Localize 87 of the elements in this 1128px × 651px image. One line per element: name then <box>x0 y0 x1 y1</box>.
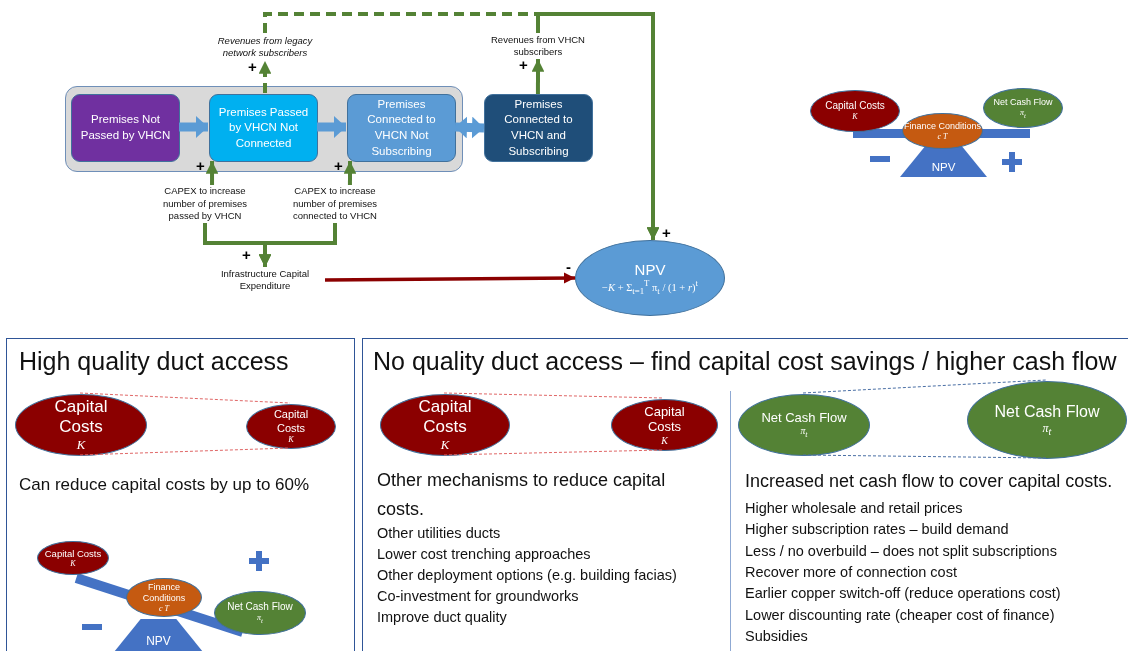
node-sublabel: K <box>852 112 858 122</box>
node-label: Net Cash Flow <box>761 409 847 426</box>
node-label: Finance Conditions <box>903 120 981 132</box>
node-label: NPV <box>146 634 171 648</box>
edge-label: - <box>566 258 571 275</box>
group-container <box>65 86 463 172</box>
process-box: Premises Connected to VHCN and Subscribing <box>484 94 593 162</box>
edge-label: + <box>519 56 528 73</box>
node-sublabel: K <box>288 434 294 445</box>
edge-label: + <box>248 58 257 75</box>
node-label: Capital Costs <box>272 408 310 435</box>
list-item: Other deployment options (e.g. building facias) <box>377 567 678 585</box>
flow-text: Infrastructure Capital Expenditure <box>205 267 325 293</box>
list-item: Lower discounting rate (cheaper cost of finance) <box>745 606 1056 624</box>
panel <box>6 338 355 651</box>
edge-label: + <box>242 246 251 263</box>
process-box: Premises Not Passed by VHCN <box>71 94 180 162</box>
arrow <box>531 59 545 94</box>
dashed-guide-line <box>79 447 291 456</box>
list-item: Lower cost trenching approaches <box>377 546 592 564</box>
node-label: Capital Costs <box>44 547 102 559</box>
dashed-guide-line <box>443 449 664 456</box>
cost-ellipse <box>810 90 900 132</box>
list-item: Earlier copper switch-off (reduce operations cost) <box>745 585 1062 603</box>
list-item: Recover more of connection cost <box>745 563 958 582</box>
list-item: Subsidies <box>745 627 809 646</box>
flow-text: CAPEX to increase number of premises connected to VHCN <box>280 185 390 223</box>
node-sublabel: K <box>70 558 76 569</box>
arrow <box>325 272 575 284</box>
node-label: Net Cash Flow <box>227 601 293 614</box>
panel <box>362 338 1128 651</box>
node-label: Net Cash Flow <box>994 401 1100 421</box>
arrow <box>258 223 337 267</box>
list-item: Other utilities ducts <box>377 525 502 543</box>
edge-label: + <box>196 157 205 174</box>
node-label: Net Cash Flow <box>993 96 1053 108</box>
list-item: Higher wholesale and retail prices <box>745 500 964 518</box>
node-sublabel: c T <box>159 603 169 614</box>
panel-subtitle: Other mechanisms to reduce capital costs. <box>377 469 667 521</box>
node-sublabel: π$_{t}$ <box>1020 107 1026 120</box>
dashed-guide-line <box>802 379 1047 394</box>
panel-title: No quality duct access – find capital cost savings / higher cash flow <box>373 346 1118 376</box>
arrow <box>343 161 357 185</box>
edge-label: + <box>662 224 671 241</box>
list-item: Less / no overbuild – does not split subscriptions <box>745 542 1058 560</box>
node-sublabel: −K + Σ$_{t=1}$$^{T}$ π$_{t}$ / (1 + r)$^{t}$ <box>602 277 698 296</box>
node-sublabel: π$_{t}$ <box>1042 420 1052 439</box>
dashed-guide-line <box>79 392 291 404</box>
node-sublabel: π$_{t}$ <box>800 425 808 441</box>
flow-text: Revenues from legacy network subscribers <box>205 33 325 61</box>
node-sublabel: K <box>76 437 86 454</box>
block-arrow <box>454 116 485 139</box>
node-label: Capital Costs <box>53 396 109 438</box>
process-box: Premises Connected to VHCN Not Subscribing <box>347 94 456 162</box>
node-sublabel: c T <box>937 131 948 142</box>
list-item: Improve duct quality <box>377 609 508 627</box>
fulcrum-triangle <box>114 619 203 651</box>
finance-ellipse <box>126 578 202 617</box>
dashed-guide-line <box>443 392 664 399</box>
list-item: Higher subscription rates – build demand <box>745 521 1010 539</box>
node-label: Capital Costs <box>643 403 686 435</box>
node-label: Capital Costs <box>417 396 473 438</box>
cash-flow-ellipse <box>214 591 306 635</box>
node-label: NPV <box>931 161 956 173</box>
panel-title: High quality duct access <box>19 346 290 376</box>
flow-text: CAPEX to increase number of premises passed by VHCN <box>150 185 260 223</box>
list-item: Co-investment for groundworks <box>377 588 580 606</box>
finance-ellipse <box>902 113 983 149</box>
node-sublabel: π$_{t}$ <box>257 613 263 625</box>
node-label: Capital Costs <box>825 100 885 113</box>
arrow <box>258 61 272 93</box>
node-label: NPV <box>634 260 666 278</box>
cash-flow-ellipse <box>967 381 1127 459</box>
block-arrow <box>317 116 346 138</box>
panel-subtitle: Increased net cash flow to cover capital costs. <box>745 470 1114 493</box>
node-sublabel: K <box>440 437 450 454</box>
panel-subtitle: Can reduce capital costs by up to 60% <box>19 474 311 496</box>
dashed-guide-line <box>802 454 1047 459</box>
block-arrow <box>179 116 208 138</box>
process-box: Premises Passed by VHCN Not Connected <box>209 94 318 162</box>
fulcrum-triangle <box>900 145 987 177</box>
edge-label: + <box>334 157 343 174</box>
arrow <box>205 161 219 185</box>
node-label: Finance Conditions <box>141 581 187 604</box>
cash-flow-ellipse <box>983 88 1063 128</box>
flow-text: Revenues from VHCN subscribers <box>488 33 588 59</box>
node-sublabel: K <box>661 434 668 447</box>
